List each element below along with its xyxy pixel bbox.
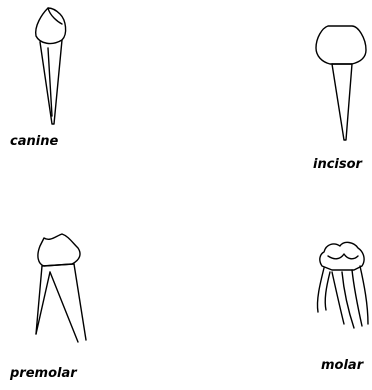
incisor-tooth-drawing xyxy=(314,22,370,142)
molar-tooth xyxy=(314,238,372,342)
incisor-label: incisor xyxy=(313,157,362,172)
molar-label: molar xyxy=(321,358,363,373)
canine-label: canine xyxy=(10,134,58,149)
premolar-tooth xyxy=(30,232,92,342)
canine-tooth-drawing xyxy=(28,4,78,124)
molar-tooth-drawing xyxy=(314,238,372,342)
premolar-label: premolar xyxy=(10,366,77,381)
incisor-tooth xyxy=(314,22,370,142)
canine-tooth xyxy=(28,4,78,124)
premolar-tooth-drawing xyxy=(30,232,92,342)
